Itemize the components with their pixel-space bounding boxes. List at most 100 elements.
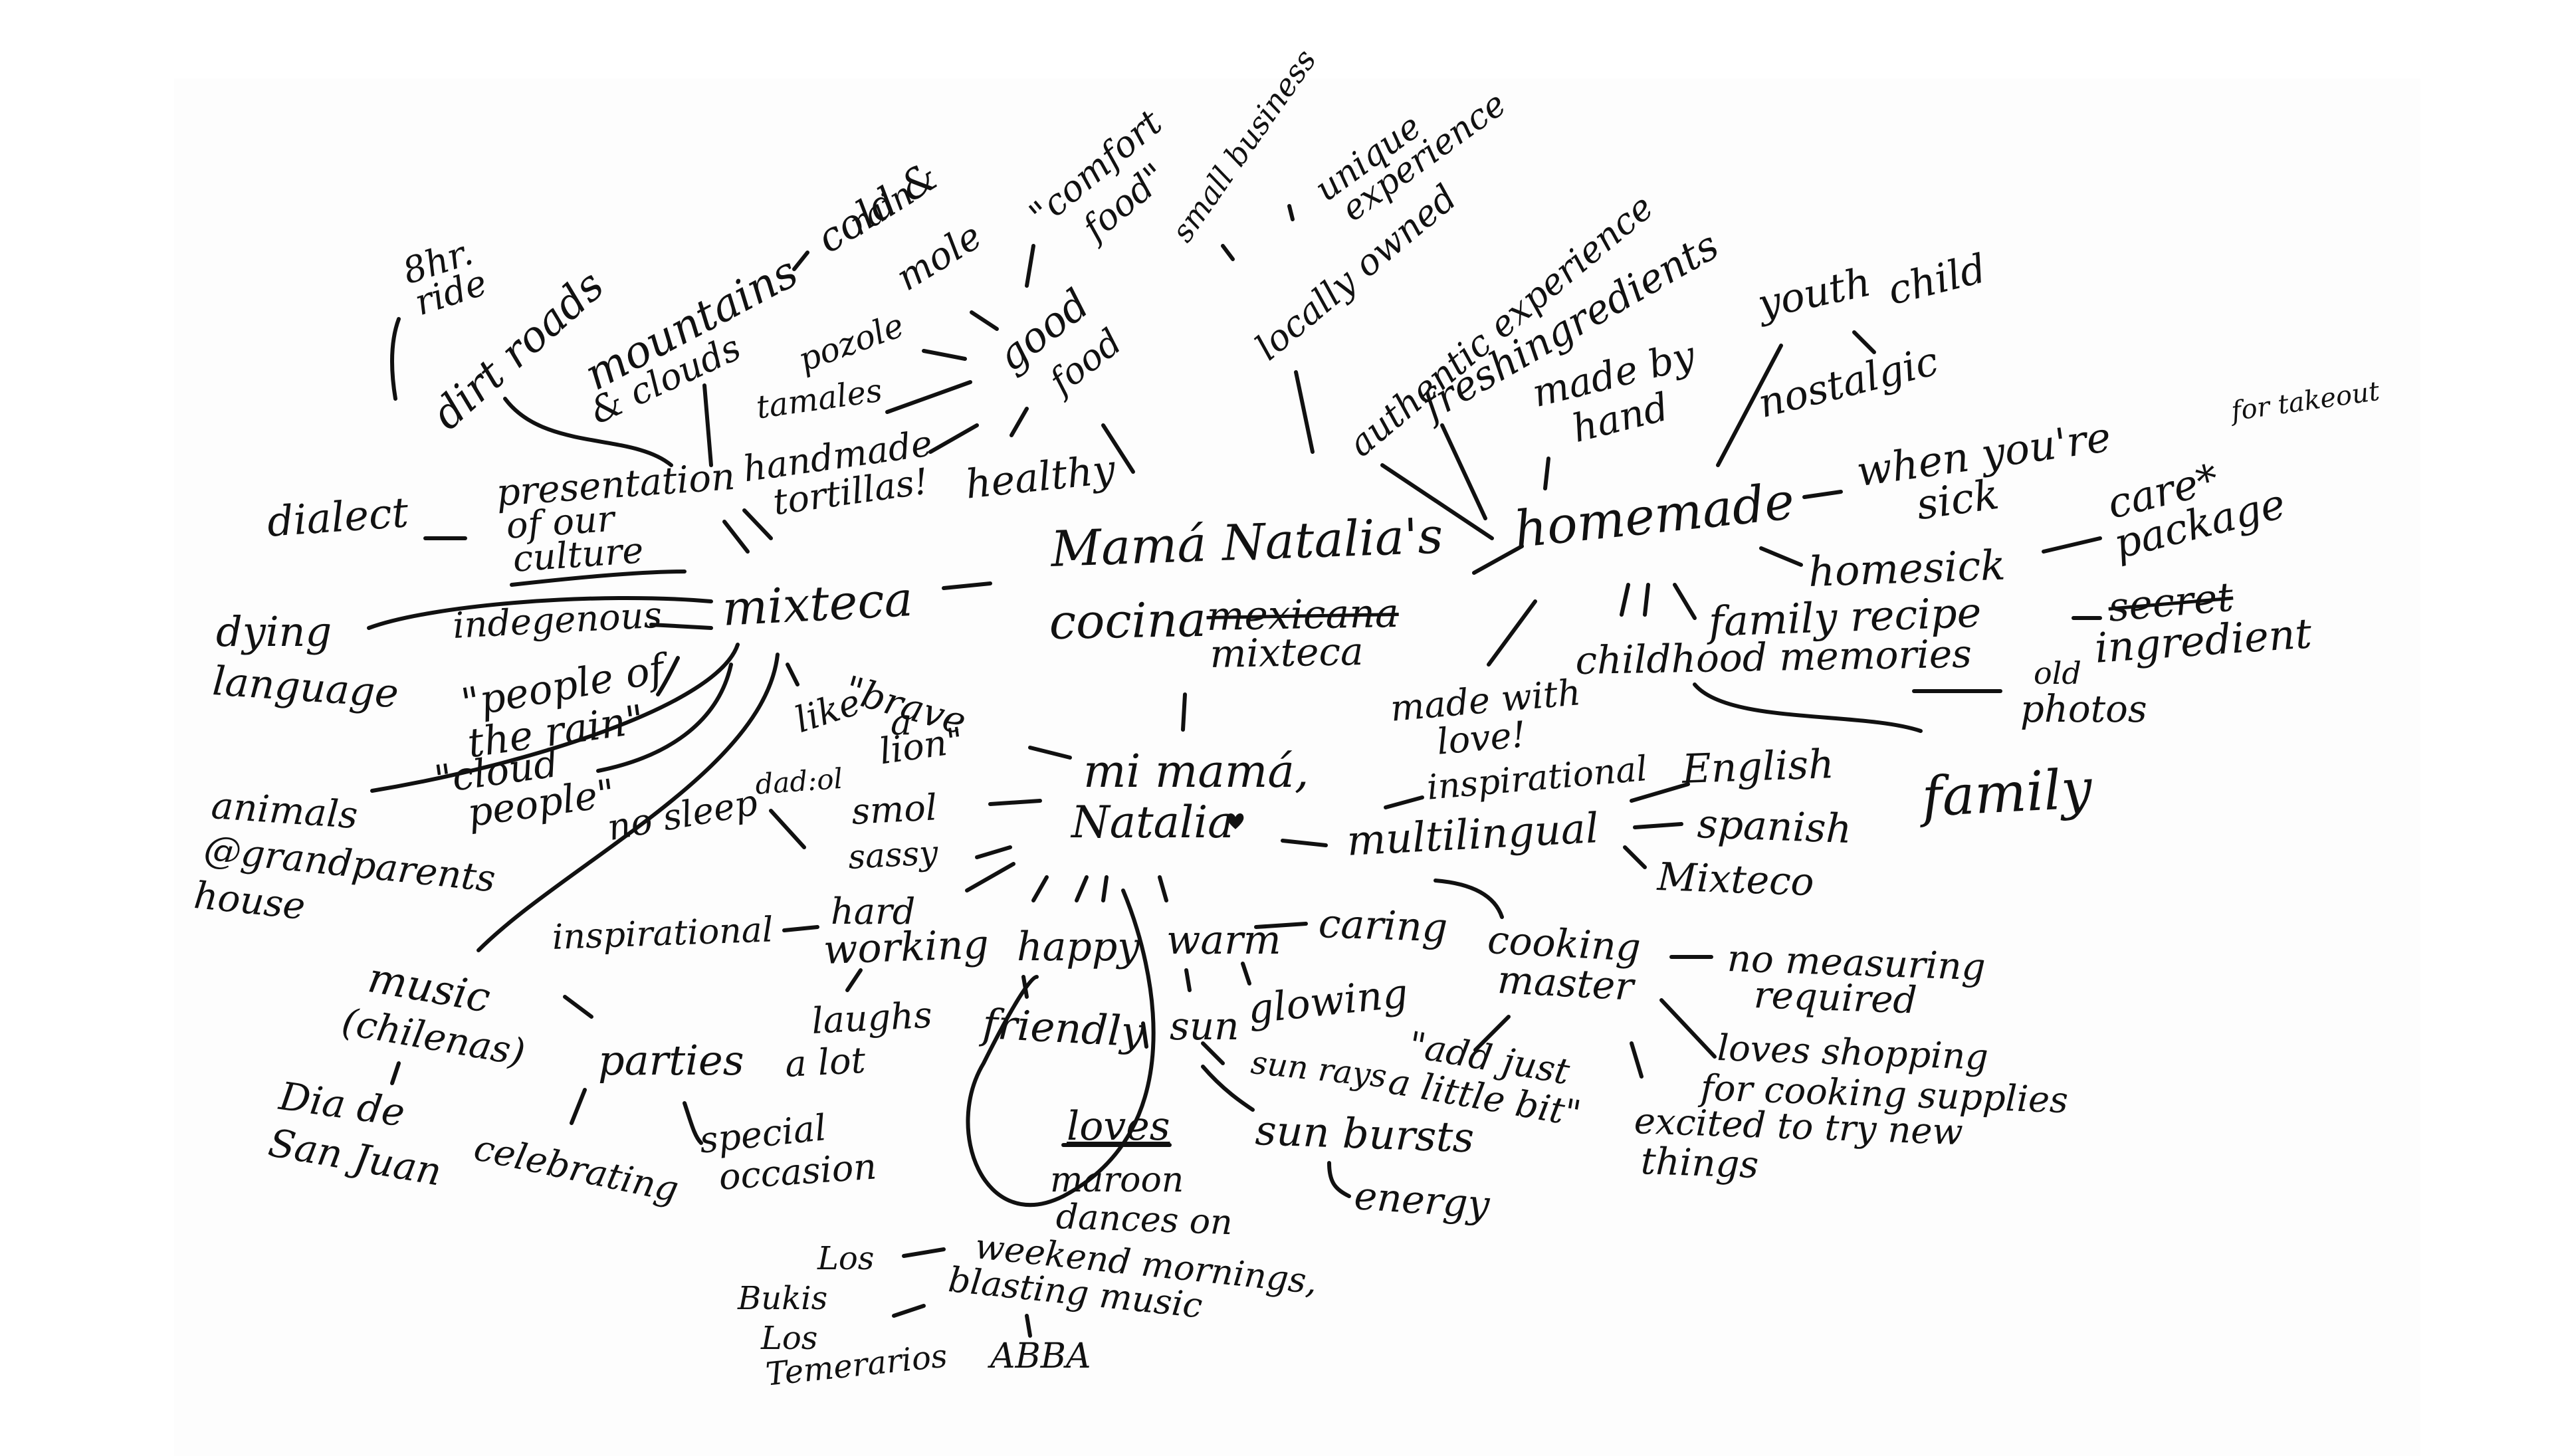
line-goodfood-tortillas <box>928 423 979 454</box>
line-sun-bursts <box>1201 1065 1255 1112</box>
warm: warm <box>1166 917 1281 964</box>
los-bukis-l1: Los <box>817 1240 875 1277</box>
line-mixteca-mountains <box>702 383 713 467</box>
line-cooking-shopping <box>1659 998 1717 1059</box>
line-mimama-nosleep <box>769 809 806 849</box>
like-lion-l3: a <box>891 701 912 743</box>
line-homemade-sick <box>1802 490 1843 499</box>
multilingual: multilingual <box>1345 803 1600 865</box>
line-cooking-excited <box>1630 1041 1644 1079</box>
line-homemade-homesick <box>1759 546 1803 567</box>
line-goodfood-comfort <box>1025 244 1035 288</box>
smol: smol <box>850 786 938 833</box>
line-mixteca-like <box>786 663 799 686</box>
line-homemade-family2 <box>1643 583 1650 617</box>
excited-l2: things <box>1640 1140 1760 1188</box>
special-occasion-l2: occasion <box>717 1145 878 1198</box>
line-mimama-smol <box>988 799 1042 806</box>
line-mimama-sassy <box>975 845 1012 859</box>
line-mixteca-presentation <box>722 520 750 554</box>
paper-sheet <box>174 78 2420 1456</box>
los-temerarios-l1: Los <box>761 1320 818 1357</box>
hard-working-l2: working <box>822 921 990 974</box>
homesick: homesick <box>1807 540 2006 596</box>
happy: happy <box>1017 924 1140 970</box>
line-goodfood-tamales <box>885 380 972 414</box>
line-goodfood-healthy <box>1010 407 1029 437</box>
line-homemade-family1 <box>1620 583 1630 617</box>
when-sick-l2: sick <box>1913 469 2002 530</box>
family: family <box>1920 757 2094 829</box>
line-mixteca-dirtroads <box>503 397 673 467</box>
mi-mama-line1: mi mamá, <box>1083 746 1309 798</box>
indegenous: indegenous <box>451 593 663 647</box>
old-photos-l2: photos <box>2020 688 2147 731</box>
maroon: maroon <box>1050 1160 1184 1200</box>
line-mimama-inspirational <box>1384 795 1424 809</box>
line-mixteca-cloud <box>596 663 733 773</box>
line-homesick-care <box>2042 536 2102 554</box>
los-bukis-l2: Bukis <box>738 1280 828 1317</box>
line-childhood-family <box>1693 682 1923 733</box>
english: English <box>1681 741 1835 793</box>
center-title-line1: Mamá Natalia's <box>1049 507 1444 578</box>
animals-l1: animals <box>209 784 360 838</box>
parties: parties <box>598 1036 744 1085</box>
line-mixteca-music <box>477 653 780 952</box>
line-warm-glowing <box>1241 962 1251 986</box>
line-homemade-unique <box>1287 204 1295 221</box>
mi-mama-line2: Natalia <box>1071 797 1234 848</box>
mixteca-node: mixteca <box>720 571 914 637</box>
hard-working-l1: hard <box>831 890 916 932</box>
line-dances-abba <box>1025 1314 1032 1338</box>
line-multi-english <box>1630 782 1690 803</box>
line-mixteca-animals <box>370 643 740 793</box>
line-homemade-authentic <box>1294 370 1315 454</box>
line-mixteca-indegenous <box>649 623 713 630</box>
line-homemade-love <box>1487 599 1537 667</box>
line-nostalgic-child <box>1852 330 1876 354</box>
line-music-dia <box>390 1061 401 1085</box>
dying-language-l1: dying <box>216 607 332 656</box>
line-mimama-cooking <box>1434 879 1504 919</box>
laughs-l1: laughs <box>810 993 934 1042</box>
mixteco: Mixteco <box>1656 854 1815 905</box>
sun: sun <box>1170 1003 1239 1049</box>
line-presentation-underline <box>510 570 687 587</box>
dying-language-l2: language <box>211 658 401 718</box>
line-goodfood-pozole <box>922 349 967 361</box>
line-mixteca-hrride <box>390 317 401 401</box>
line-dances-temerarios <box>892 1304 926 1318</box>
line-mixteca-dying <box>367 595 713 630</box>
line-warm-caring <box>1254 922 1308 929</box>
line-happy-laughs <box>845 968 863 992</box>
line-homemade-fresh <box>1440 423 1487 520</box>
sassy: sassy <box>847 833 939 877</box>
heart-icon <box>1227 813 1244 829</box>
line-center-mixteca <box>942 581 992 590</box>
line-mimama-happy3 <box>1101 875 1109 902</box>
line-goodfood-mole <box>970 310 999 331</box>
line-parties-celebrating <box>570 1088 587 1125</box>
line-mixteca-people <box>656 656 680 696</box>
line-center-homemade <box>1472 544 1524 575</box>
cooking-master-l2: master <box>1496 957 1635 1009</box>
loves: loves <box>1067 1103 1170 1150</box>
friendly: friendly <box>981 999 1146 1057</box>
line-mimama-happy1 <box>1031 875 1049 902</box>
energy: energy <box>1352 1173 1491 1228</box>
no-measuring-l2: required <box>1753 974 1918 1023</box>
animals-l3: house <box>191 874 308 929</box>
line-mimama-hardworking <box>965 862 1015 892</box>
line-mimama-warm <box>1158 875 1168 902</box>
line-bursts-energy <box>1327 1161 1351 1198</box>
center-title-line3: mixteca <box>1209 628 1364 676</box>
abba: ABBA <box>990 1336 1091 1376</box>
line-mimama-lion <box>1028 746 1072 760</box>
line-homemade-madebyhand <box>1380 463 1494 540</box>
line-homemade-locally <box>1221 244 1235 261</box>
sun-bursts: sun bursts <box>1254 1106 1475 1162</box>
line-dances-bukis <box>902 1247 946 1258</box>
line-cooking-addjust <box>1473 1015 1511 1052</box>
